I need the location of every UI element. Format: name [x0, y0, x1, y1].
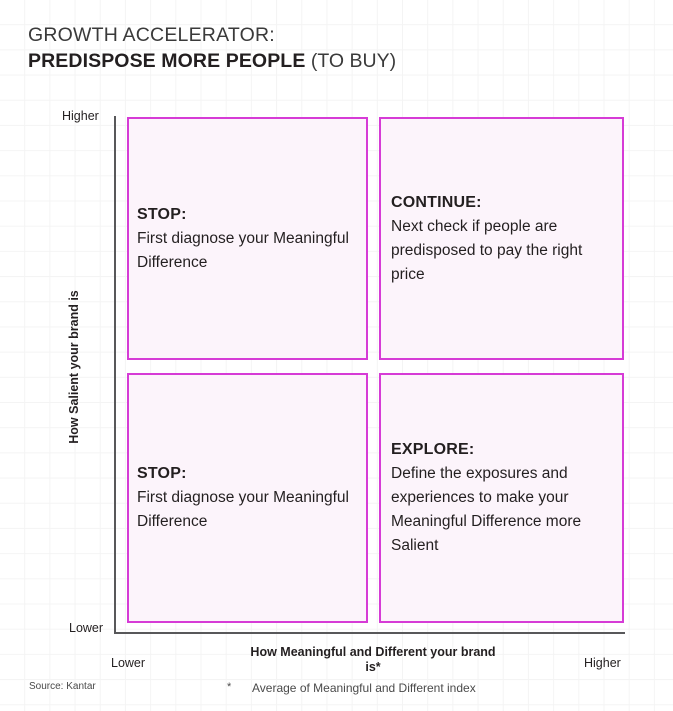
title-line-1: GROWTH ACCELERATOR: — [28, 24, 275, 46]
source-note: Source: Kantar — [29, 681, 96, 692]
y-axis-title: How Salient your brand is — [67, 290, 81, 444]
quadrant-text: STOP: First diagnose your Meaningful Dif… — [129, 462, 366, 534]
quadrant-top-right[interactable]: CONTINUE: Next check if people are predi… — [379, 117, 624, 360]
title-emphasis: PREDISPOSE MORE PEOPLE — [28, 50, 306, 72]
quadrant-body: Define the exposures and experiences to … — [391, 465, 582, 554]
quadrant-heading: STOP: — [137, 205, 187, 223]
quadrant-body: Next check if people are predisposed to … — [391, 217, 583, 283]
footnote-marker: * — [227, 681, 232, 693]
quadrant-body: First diagnose your Meaningful Differenc… — [137, 229, 349, 271]
quadrant-heading: CONTINUE: — [391, 193, 482, 211]
x-axis-tick-higher: Higher — [584, 656, 621, 670]
quadrant-body: First diagnose your Meaningful Differenc… — [137, 489, 349, 530]
quadrant-heading: EXPLORE: — [391, 441, 475, 458]
quadrant-text: STOP: First diagnose your Meaningful Dif… — [129, 203, 366, 275]
y-axis-tick-higher: Higher — [62, 109, 99, 123]
y-axis-tick-lower: Lower — [69, 621, 104, 635]
quadrant-text: EXPLORE: Define the exposures and experi… — [383, 438, 622, 558]
title-parenthetical-text: (TO BUY) — [310, 50, 397, 72]
quadrant-bottom-left[interactable]: STOP: First diagnose your Meaningful Dif… — [127, 373, 368, 623]
footnote-text: Average of Meaningful and Different inde… — [252, 681, 476, 695]
x-axis-line — [114, 632, 625, 634]
y-axis-line — [114, 116, 116, 634]
x-axis-title: How Meaningful and Different your brand … — [250, 645, 496, 674]
x-axis-tick-lower: Lower — [111, 656, 146, 670]
quadrant-top-left[interactable]: STOP: First diagnose your Meaningful Dif… — [127, 117, 368, 360]
quadrant-heading: STOP: — [137, 465, 187, 482]
page-title: GROWTH ACCELERATOR: PREDISPOSE MORE PEOP… — [28, 22, 628, 74]
quadrant-text: CONTINUE: Next check if people are predi… — [383, 191, 622, 287]
quadrant-bottom-right[interactable]: EXPLORE: Define the exposures and experi… — [379, 373, 624, 623]
title-line-2: PREDISPOSE MORE PEOPLE (TO BUY) — [28, 48, 628, 74]
